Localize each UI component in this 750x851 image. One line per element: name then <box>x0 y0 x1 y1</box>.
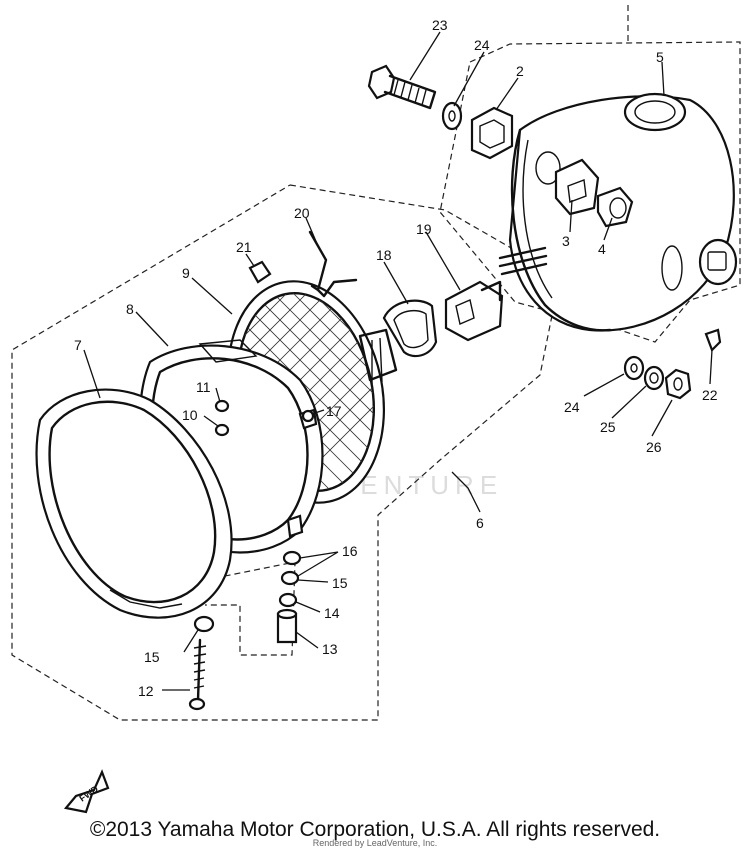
callout-11: 11 <box>196 379 211 395</box>
copyright-notice: ©2013 Yamaha Motor Corporation, U.S.A. A… <box>89 818 661 841</box>
part-nut-16 <box>282 550 302 566</box>
callout-10: 10 <box>182 407 198 423</box>
callout-26: 26 <box>646 439 662 455</box>
part-bolt-23 <box>367 64 437 110</box>
part-trim-ring-7 <box>35 388 233 619</box>
callout-9: 9 <box>182 265 190 281</box>
callout-20: 20 <box>294 205 310 221</box>
part-washer-24-bottom <box>623 355 645 381</box>
callout-24-top: 24 <box>474 37 490 53</box>
callout-13: 13 <box>322 641 338 657</box>
callout-25: 25 <box>600 419 616 435</box>
part-spacer-13 <box>276 608 298 644</box>
callout-19: 19 <box>416 221 432 237</box>
callout-24-bottom: 24 <box>564 399 580 415</box>
callout-14: 14 <box>324 605 340 621</box>
part-washer-24-top <box>441 101 463 131</box>
leader-lines <box>83 31 713 691</box>
part-grommet-2 <box>470 106 514 160</box>
part-nut-15-lower <box>193 615 215 633</box>
callout-4: 4 <box>598 241 606 257</box>
fwd-arrow-icon: FWD <box>63 769 110 814</box>
callout-21: 21 <box>236 239 252 255</box>
part-adjust-screw-12 <box>188 638 207 711</box>
callout-12: 12 <box>138 683 154 699</box>
callout-15-right: 15 <box>332 575 348 591</box>
callout-2: 2 <box>516 63 524 79</box>
part-washer-14 <box>278 592 298 608</box>
callout-8: 8 <box>126 301 134 317</box>
callout-17: 17 <box>326 403 342 419</box>
part-connector-19 <box>444 246 548 342</box>
callout-7: 7 <box>74 337 82 353</box>
callout-15-left: 15 <box>144 649 160 665</box>
part-socket-3 <box>554 158 600 216</box>
part-clip-21 <box>248 260 272 284</box>
group-boundary-adjuster <box>204 561 296 656</box>
part-nut-26 <box>664 368 692 400</box>
group-boundary-housing <box>439 5 741 343</box>
part-rubber-cover-18 <box>382 299 438 358</box>
callout-18: 18 <box>376 247 392 263</box>
callout-6: 6 <box>476 515 484 531</box>
part-spring-20 <box>308 230 358 298</box>
part-screw-22 <box>704 328 722 352</box>
part-lock-washer-25 <box>643 365 665 391</box>
part-washer-15-stack <box>280 570 300 586</box>
callout-22: 22 <box>702 387 718 403</box>
part-screw-17 <box>301 409 315 423</box>
callout-5: 5 <box>656 49 664 65</box>
part-bulb-4 <box>596 186 634 228</box>
callout-16: 16 <box>342 543 358 559</box>
rendered-by-credit: Rendered by LeadVenture, Inc. <box>312 838 438 848</box>
callout-23: 23 <box>432 17 448 33</box>
callout-3: 3 <box>562 233 570 249</box>
